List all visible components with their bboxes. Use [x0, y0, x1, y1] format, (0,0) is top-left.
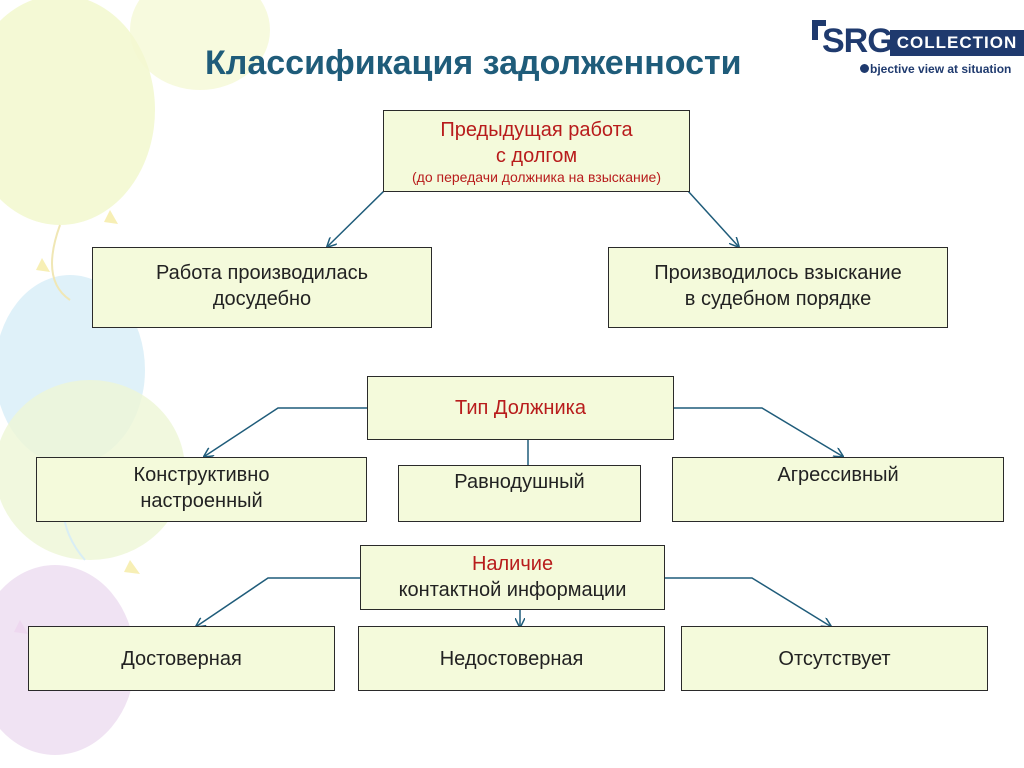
- node-reliable-label: Достоверная: [121, 648, 242, 670]
- node-pretrial-line1: Работа производилась: [155, 262, 369, 284]
- node-judicial-line1: Производилось взыскание: [654, 262, 902, 284]
- node-pretrial-line2: досудебно: [212, 288, 312, 310]
- arrow-type-to-constructive: [205, 407, 367, 456]
- node-debtor-type: Тип Должника: [367, 376, 674, 440]
- node-constructive-line2: настроенный: [140, 490, 263, 512]
- arrow-contact-to-absent: [665, 577, 830, 626]
- node-absent: Отсутствует: [681, 626, 988, 691]
- node-debtor-type-label: Тип Должника: [455, 397, 586, 419]
- node-indifferent-label: Равнодушный: [454, 471, 585, 493]
- srg-collection-logo: SRG COLLECTION bjective view at situatio…: [808, 20, 1024, 82]
- node-contact-info: Наличие контактной информации: [360, 545, 665, 610]
- logo-band-text: COLLECTION: [890, 30, 1024, 56]
- node-aggressive-label: Агрессивный: [777, 464, 899, 486]
- logo-o-icon: [860, 64, 869, 73]
- node-previous-work: Предыдущая работа с долгом (до передачи …: [383, 110, 690, 192]
- arrow-contact-to-reliable: [197, 577, 360, 626]
- node-unreliable: Недостоверная: [358, 626, 665, 691]
- logo-brand-text: SRG: [822, 22, 894, 60]
- arrow-type-to-aggressive: [673, 407, 842, 456]
- node-previous-work-line2: с долгом: [495, 145, 578, 167]
- logo-tagline: bjective view at situation: [860, 62, 1011, 76]
- node-judicial-line2: в судебном порядке: [684, 288, 872, 310]
- arrow-root-to-pretrial: [328, 190, 385, 246]
- arrow-root-to-judicial: [687, 190, 738, 246]
- node-previous-work-note: (до передачи должника на взыскание): [411, 169, 662, 185]
- node-aggressive: Агрессивный: [672, 457, 1004, 522]
- node-constructive: Конструктивно настроенный: [36, 457, 367, 522]
- node-unreliable-label: Недостоверная: [439, 648, 584, 670]
- node-constructive-line1: Конструктивно: [133, 464, 270, 486]
- node-contact-info-line1: Наличие: [471, 553, 554, 575]
- page-title: Классификация задолженности: [205, 44, 742, 82]
- node-pretrial: Работа производилась досудебно: [92, 247, 432, 328]
- node-absent-label: Отсутствует: [778, 648, 891, 670]
- node-indifferent: Равнодушный: [398, 465, 641, 522]
- node-previous-work-line1: Предыдущая работа: [440, 119, 633, 141]
- node-judicial: Производилось взыскание в судебном поряд…: [608, 247, 948, 328]
- node-reliable: Достоверная: [28, 626, 335, 691]
- node-contact-info-line2: контактной информации: [398, 579, 627, 601]
- logo-mark-icon: [812, 20, 826, 40]
